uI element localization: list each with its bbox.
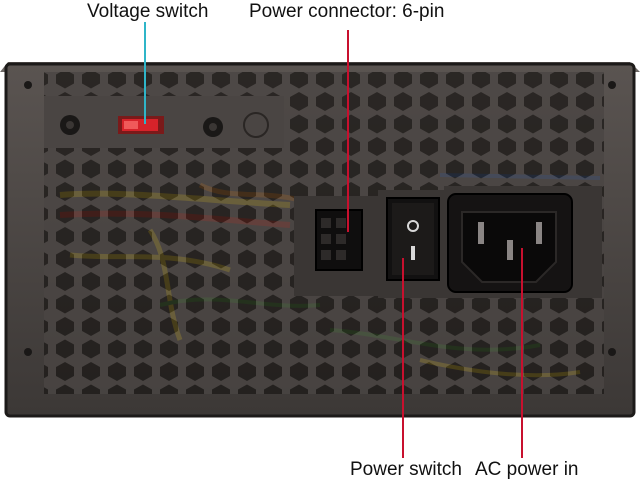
power-rocker-switch	[378, 190, 444, 298]
power-connector-label: Power connector: 6-pin	[249, 1, 445, 22]
voltage-switch-label: Voltage switch	[87, 1, 209, 22]
power-switch-label: Power switch	[350, 459, 462, 480]
voltage-switch	[118, 116, 164, 134]
power-on-symbol-icon	[407, 220, 419, 232]
mount-hole-icon	[243, 112, 269, 138]
power-off-symbol-icon	[411, 246, 415, 260]
power-connector-6pin	[294, 196, 378, 296]
ac-power-inlet	[444, 186, 602, 298]
ac-power-in-label: AC power in	[475, 459, 579, 480]
